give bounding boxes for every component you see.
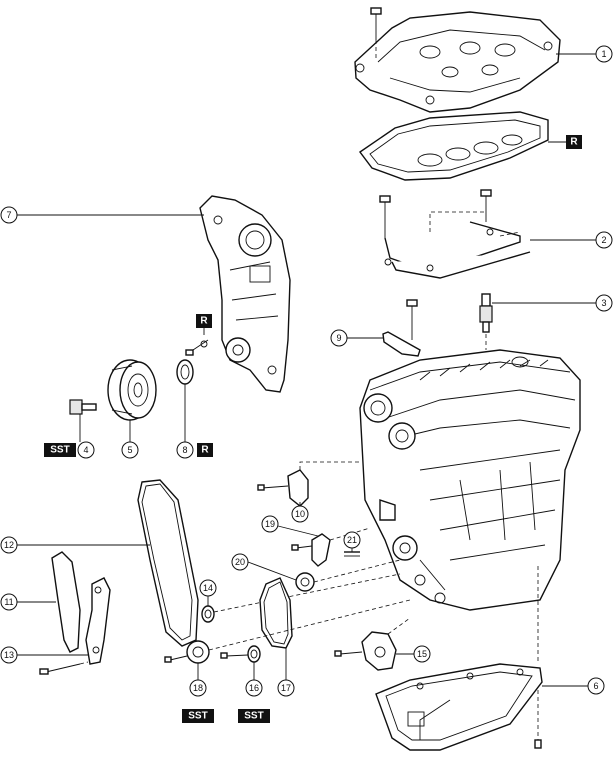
oil-pan bbox=[375, 566, 543, 751]
svg-text:19: 19 bbox=[265, 519, 275, 529]
sprocket-nut bbox=[220, 645, 261, 663]
callout-10: 10 bbox=[291, 505, 309, 523]
callout-12: 12 bbox=[0, 536, 18, 554]
callout-20: 20 bbox=[231, 553, 249, 571]
callout-15: 15 bbox=[413, 645, 431, 663]
svg-text:15: 15 bbox=[417, 649, 427, 659]
spark-plug bbox=[479, 293, 493, 350]
callout-16: 16 bbox=[245, 679, 263, 697]
callout-13: 13 bbox=[0, 646, 18, 664]
svg-text:2: 2 bbox=[601, 235, 606, 245]
engine-front-cover bbox=[199, 195, 291, 393]
oil-pump bbox=[334, 617, 411, 671]
callout-3: 3 bbox=[595, 294, 613, 312]
svg-text:17: 17 bbox=[281, 683, 291, 693]
svg-text:16: 16 bbox=[249, 683, 259, 693]
callout-19: 19 bbox=[261, 515, 279, 533]
crankshaft-pulley bbox=[107, 359, 157, 421]
badge-sst-gear: SST bbox=[182, 709, 214, 723]
callout-2: 2 bbox=[595, 231, 613, 249]
oil-pump-chain bbox=[259, 577, 293, 649]
pulley-bolt bbox=[69, 399, 97, 415]
svg-text:14: 14 bbox=[203, 583, 213, 593]
cover-gasket bbox=[359, 111, 549, 181]
timing-chain-guide bbox=[51, 551, 81, 653]
callout-17: 17 bbox=[277, 679, 295, 697]
svg-text:18: 18 bbox=[193, 683, 203, 693]
oil-seal bbox=[176, 359, 194, 385]
callout-7: 7 bbox=[0, 206, 18, 224]
arm-bolt bbox=[39, 661, 89, 675]
callout-14: 14 bbox=[199, 579, 217, 597]
bracket bbox=[382, 299, 421, 357]
svg-text:3: 3 bbox=[601, 298, 606, 308]
svg-text:21: 21 bbox=[347, 535, 357, 545]
callout-8: 8 bbox=[176, 441, 194, 459]
callout-21: 21 bbox=[343, 531, 361, 549]
svg-text:SST: SST bbox=[50, 445, 69, 456]
callout-4: 4 bbox=[77, 441, 95, 459]
cylinder-head-cover bbox=[354, 11, 561, 113]
svg-text:12: 12 bbox=[4, 540, 14, 550]
svg-text:SST: SST bbox=[244, 711, 263, 722]
chain-guide bbox=[291, 527, 371, 567]
callout-18: 18 bbox=[189, 679, 207, 697]
front-cover-bolt bbox=[185, 339, 209, 356]
svg-text:SST: SST bbox=[188, 711, 207, 722]
callout-5: 5 bbox=[121, 441, 139, 459]
svg-text:9: 9 bbox=[336, 333, 341, 343]
chain-tensioner bbox=[257, 461, 360, 507]
pin bbox=[344, 551, 360, 557]
svg-text:20: 20 bbox=[235, 557, 245, 567]
badge-r-front-cover: R bbox=[196, 314, 212, 328]
timing-chain bbox=[137, 479, 199, 647]
callout-6: 6 bbox=[587, 677, 605, 695]
callout-1: 1 bbox=[595, 45, 613, 63]
badge-r-oil-seal: R bbox=[197, 443, 213, 457]
callout-11: 11 bbox=[0, 593, 18, 611]
svg-text:13: 13 bbox=[4, 650, 14, 660]
svg-text:8: 8 bbox=[182, 445, 187, 455]
cover-bolt bbox=[370, 7, 382, 60]
callout-9: 9 bbox=[330, 329, 348, 347]
baffle-plates bbox=[379, 189, 531, 279]
svg-text:10: 10 bbox=[295, 509, 305, 519]
svg-text:5: 5 bbox=[127, 445, 132, 455]
svg-text:4: 4 bbox=[83, 445, 88, 455]
svg-text:R: R bbox=[201, 445, 209, 456]
badge-sst-pulley-bolt: SST bbox=[44, 443, 76, 457]
svg-text:11: 11 bbox=[4, 597, 13, 607]
tensioner-arm bbox=[85, 577, 111, 665]
badge-r-gasket: R bbox=[566, 135, 582, 149]
svg-text:1: 1 bbox=[601, 49, 606, 59]
svg-text:R: R bbox=[570, 137, 578, 148]
oil-pump-sprocket bbox=[295, 559, 401, 592]
leader-lines bbox=[16, 53, 596, 687]
engine-assembly bbox=[359, 349, 581, 611]
svg-text:6: 6 bbox=[593, 681, 598, 691]
svg-text:7: 7 bbox=[6, 210, 11, 220]
badge-sst-nut: SST bbox=[238, 709, 270, 723]
svg-text:R: R bbox=[200, 316, 208, 327]
